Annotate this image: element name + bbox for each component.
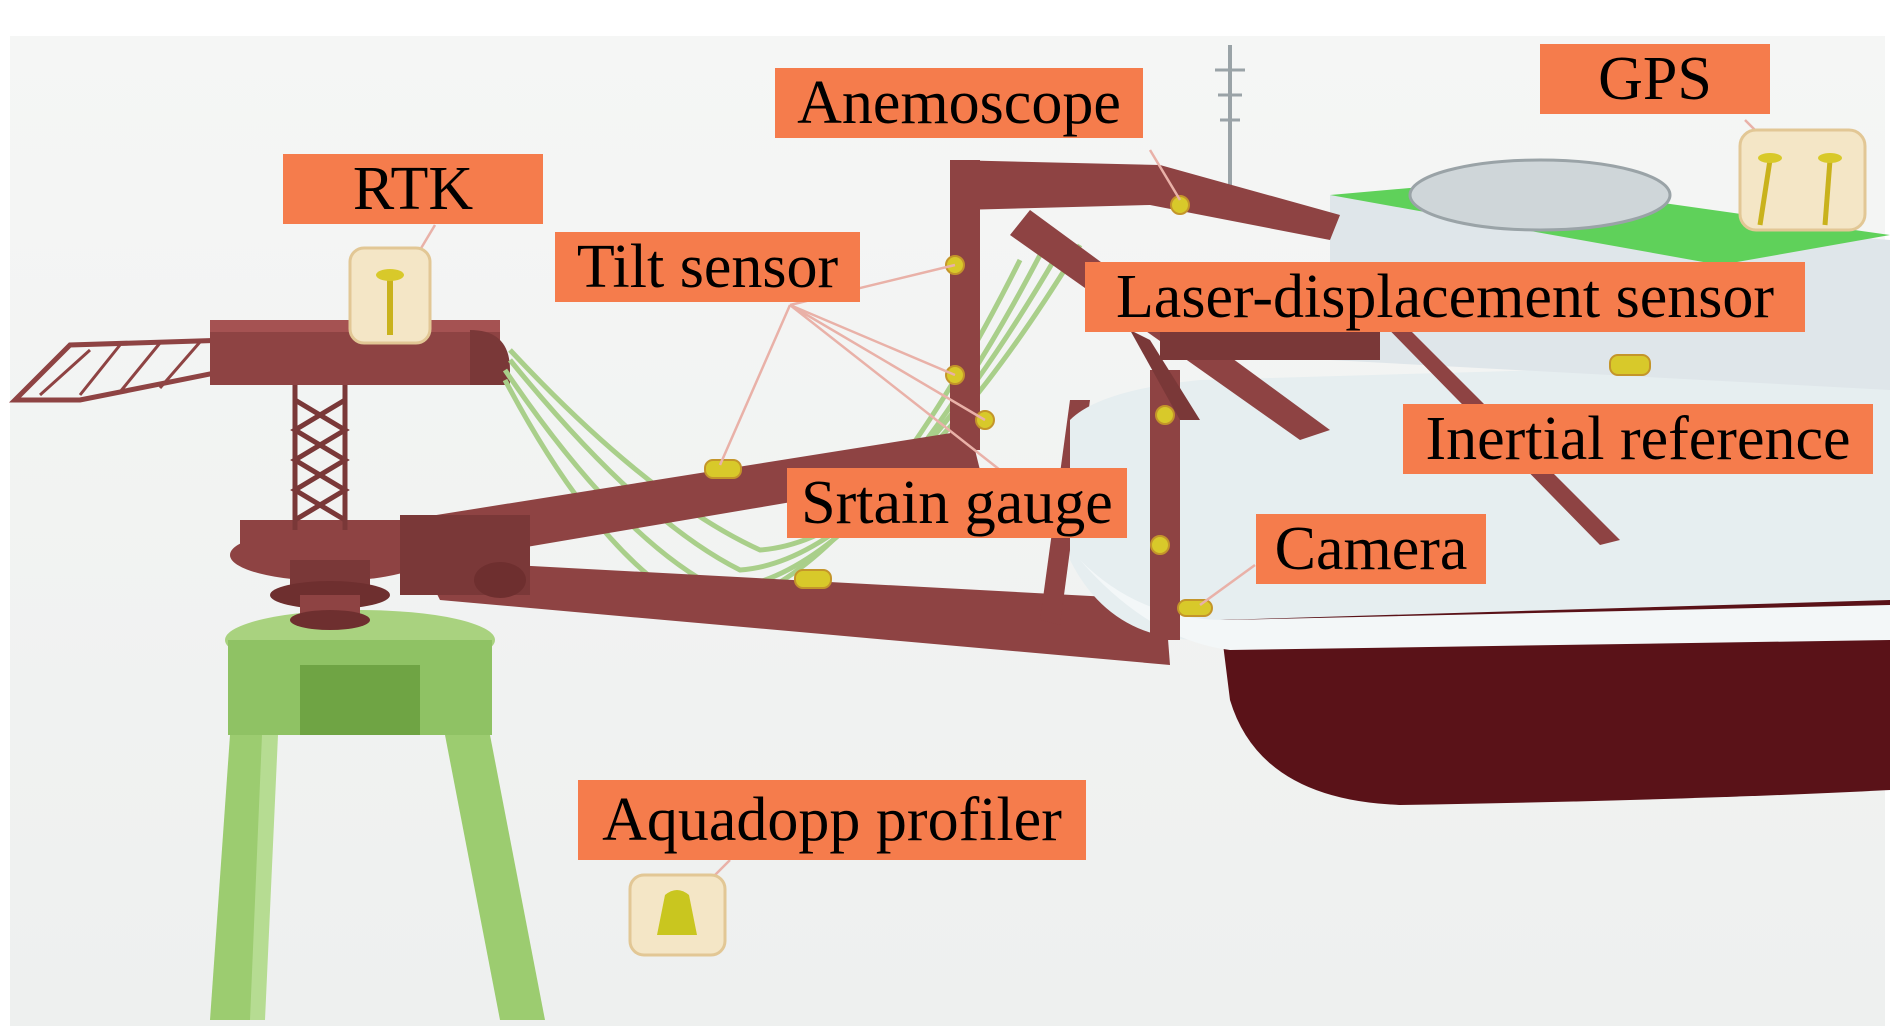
gps-antenna-icon bbox=[1738, 128, 1867, 232]
sensor-node-icon bbox=[1150, 535, 1170, 555]
label-rtk: RTK bbox=[283, 154, 543, 224]
turret bbox=[230, 520, 430, 630]
label-tilt-sensor: Tilt sensor bbox=[555, 232, 860, 302]
label-laser-displacement-sensor: Laser-displacement sensor bbox=[1085, 262, 1805, 332]
label-camera: Camera bbox=[1256, 514, 1486, 584]
aquadopp-profiler-icon bbox=[628, 873, 727, 957]
label-strain-gauge: Srtain gauge bbox=[787, 468, 1127, 538]
sensor-node-icon bbox=[704, 459, 742, 479]
sensor-node-icon bbox=[1609, 354, 1651, 376]
rtk-antenna-icon bbox=[348, 246, 432, 345]
lattice-tower bbox=[290, 385, 350, 530]
label-anemoscope: Anemoscope bbox=[775, 68, 1143, 138]
label-inertial-reference: Inertial reference bbox=[1403, 404, 1873, 474]
sensor-node-icon bbox=[1155, 405, 1175, 425]
label-gps: GPS bbox=[1540, 44, 1770, 114]
sensor-node-icon bbox=[1177, 599, 1213, 617]
jacket-structure bbox=[210, 610, 545, 1020]
label-aquadopp-profiler: Aquadopp profiler bbox=[578, 780, 1086, 860]
sensor-node-icon bbox=[1170, 195, 1190, 215]
sensor-node-icon bbox=[794, 569, 832, 589]
